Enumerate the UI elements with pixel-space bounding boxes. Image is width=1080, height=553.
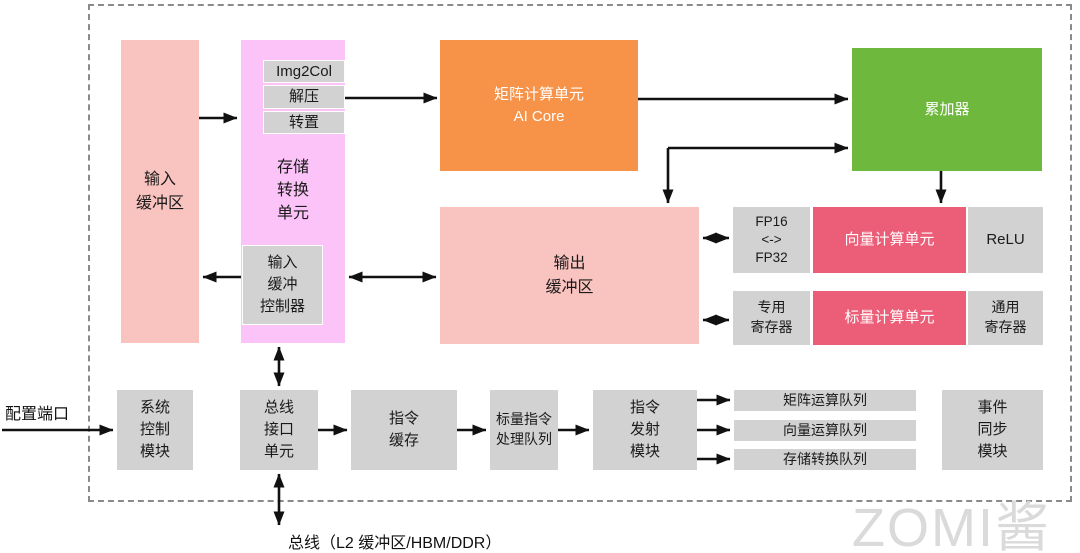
vector-compute-unit-label: 向量计算单元 — [844, 231, 935, 249]
vector-queue-label: 向量运算队列 — [783, 421, 867, 438]
instruction-cache-label: 指令 缓存 — [388, 410, 419, 449]
mte-block: Img2Col 解压 转置 存储 转换 单元 输入 缓冲 控制器 — [241, 40, 345, 343]
scalar-instruction-queue-block: 标量指令 处理队列 — [490, 390, 558, 470]
matrix-queue-block: 矩阵运算队列 — [734, 390, 916, 411]
general-registers-label: 通用 寄存器 — [984, 299, 1027, 335]
mte-queue-block: 存储转换队列 — [734, 449, 916, 470]
output-buffer-block: 输出 缓冲区 — [440, 207, 699, 344]
transpose-block: 转置 — [263, 111, 345, 134]
scalar-instruction-queue-label: 标量指令 处理队列 — [496, 411, 552, 447]
watermark: ZOMI酱 — [852, 498, 1051, 553]
vector-compute-unit-block: 向量计算单元 — [813, 207, 966, 273]
instruction-cache-block: 指令 缓存 — [351, 390, 457, 470]
mte-label: 存储 转换 单元 — [276, 159, 309, 223]
fp-convert-label: FP16 <-> FP32 — [755, 213, 788, 266]
instruction-dispatch-block: 指令 发射 模块 — [593, 390, 697, 470]
scalar-compute-unit-block: 标量计算单元 — [813, 291, 966, 345]
system-control-block: 系统 控制 模块 — [117, 390, 193, 470]
scalar-compute-unit-label: 标量计算单元 — [844, 309, 935, 327]
special-registers-label: 专用 寄存器 — [750, 299, 793, 335]
output-buffer-label: 输出 缓冲区 — [545, 255, 594, 296]
input-buffer-block: 输入 缓冲区 — [121, 40, 199, 343]
relu-block: ReLU — [968, 207, 1043, 273]
bus-interface-block: 总线 接口 单元 — [240, 390, 318, 470]
input-buffer-controller-block: 输入 缓冲 控制器 — [242, 245, 323, 325]
img2col-label: Img2Col — [276, 62, 332, 80]
img2col-block: Img2Col — [263, 60, 345, 83]
vector-queue-block: 向量运算队列 — [734, 420, 916, 441]
fp-convert-block: FP16 <-> FP32 — [733, 207, 810, 273]
system-control-label: 系统 控制 模块 — [139, 399, 170, 460]
input-buffer-label: 输入 缓冲区 — [135, 171, 184, 212]
event-sync-label: 事件 同步 模块 — [977, 399, 1008, 460]
mte-queue-label: 存储转换队列 — [783, 450, 867, 467]
matrix-compute-unit-label: 矩阵计算单元 AI Core — [493, 85, 584, 125]
instruction-dispatch-label: 指令 发射 模块 — [629, 399, 660, 460]
core-dashed-boundary — [88, 4, 1072, 502]
bus-label: 总线（L2 缓冲区/HBM/DDR） — [288, 535, 502, 552]
relu-label: ReLU — [986, 231, 1025, 249]
general-registers-block: 通用 寄存器 — [968, 291, 1043, 345]
special-registers-block: 专用 寄存器 — [733, 291, 810, 345]
accumulator-block: 累加器 — [852, 48, 1042, 171]
decompress-block: 解压 — [263, 85, 345, 109]
event-sync-block: 事件 同步 模块 — [942, 390, 1043, 470]
transpose-label: 转置 — [288, 113, 319, 131]
accumulator-label: 累加器 — [924, 100, 970, 118]
config-port-label: 配置端口 — [5, 406, 70, 423]
decompress-label: 解压 — [288, 88, 319, 106]
input-buffer-controller-label: 输入 缓冲 控制器 — [259, 254, 305, 315]
bus-interface-label: 总线 接口 单元 — [263, 399, 294, 460]
matrix-compute-unit-block: 矩阵计算单元 AI Core — [440, 40, 638, 171]
matrix-queue-label: 矩阵运算队列 — [783, 391, 867, 408]
